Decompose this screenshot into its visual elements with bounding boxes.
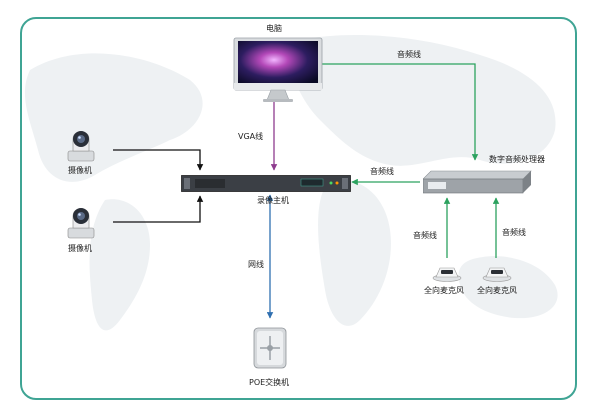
edge-camera2-to-recorder — [113, 195, 204, 223]
edge-label-mic1-to-dsp: 音频线 — [413, 231, 437, 240]
edge-label-dsp-to-recorder: 音频线 — [370, 167, 394, 176]
mic-1-label: 全向麦克风 — [424, 286, 464, 295]
diagram-frame — [20, 17, 577, 400]
ptz-camera-icon — [67, 131, 95, 162]
mic-2-label: 全向麦克风 — [477, 286, 517, 295]
dsp-label: 数字音频处理器 — [489, 155, 545, 164]
edge-camera1-to-recorder — [113, 149, 204, 171]
recorder-label: 录像主机 — [257, 196, 289, 205]
edge-label-recorder-to-switch: 网线 — [248, 260, 264, 269]
camera-2-label: 摄像机 — [68, 244, 92, 253]
network-switch-icon — [253, 327, 287, 369]
switch-label: POE交换机 — [249, 378, 290, 387]
rack-recorder-icon — [181, 175, 351, 192]
edge-label-mic2-to-dsp: 音频线 — [502, 228, 526, 237]
ptz-camera-icon — [67, 208, 95, 239]
boundary-mic-icon — [482, 267, 512, 282]
edge-label-computer-to-dsp: 音频线 — [397, 50, 421, 59]
camera-1-label: 摄像机 — [68, 166, 92, 175]
edge-label-computer-to-recorder: VGA线 — [238, 132, 264, 141]
audio-processor-icon — [423, 170, 532, 194]
boundary-mic-icon — [432, 267, 462, 282]
computer-label: 电脑 — [266, 24, 282, 33]
imac-monitor-icon — [233, 37, 323, 102]
edge-computer-to-dsp — [322, 63, 479, 161]
